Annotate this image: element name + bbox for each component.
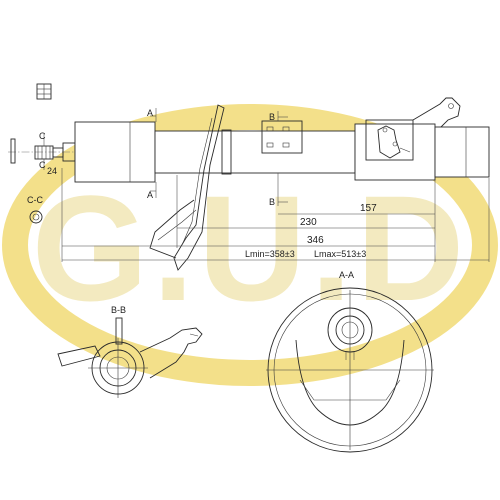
upper-cylinder bbox=[74, 121, 156, 183]
section-a-bottom-label: A bbox=[147, 190, 153, 200]
section-c-top-label: C bbox=[39, 131, 46, 141]
b-bracket: B B bbox=[261, 111, 303, 207]
view-aa: A-A bbox=[266, 270, 434, 453]
dimension-230: 230 bbox=[300, 217, 317, 228]
main-tube bbox=[154, 130, 356, 174]
section-a-top-label: A bbox=[147, 108, 153, 118]
dimension-346: 346 bbox=[307, 235, 324, 246]
dimension-lmin: Lmin=358±3 bbox=[245, 249, 295, 259]
view-bb: B-B bbox=[57, 305, 203, 398]
view-cc-label: C-C bbox=[27, 195, 43, 205]
bottom-mount-tube bbox=[434, 126, 490, 178]
view-aa-label: A-A bbox=[339, 270, 354, 280]
spring-seat-bracket bbox=[149, 104, 232, 271]
dimension-157: 157 bbox=[360, 203, 377, 214]
nut-icon bbox=[36, 83, 52, 100]
thread-size-label: 24 bbox=[47, 166, 57, 176]
watermark-ring bbox=[2, 104, 498, 386]
section-b-top-label: B bbox=[269, 112, 275, 122]
knuckle-flange bbox=[354, 97, 461, 181]
section-c-marks: C C 24 bbox=[39, 131, 57, 176]
gud-watermark: G.U.D bbox=[2, 104, 498, 386]
section-a-marks: A A bbox=[147, 108, 157, 200]
washer-side bbox=[10, 138, 16, 164]
view-bb-label: B-B bbox=[111, 305, 126, 315]
watermark-letters: G.U.D bbox=[32, 164, 469, 332]
dimension-lmax: Lmax=513±3 bbox=[314, 249, 366, 259]
section-c-bottom-label: C bbox=[39, 160, 46, 170]
section-b-bottom-label: B bbox=[269, 197, 275, 207]
view-cc: C-C bbox=[27, 195, 43, 224]
dimension-lines: 157 230 346 Lmin=358±3 Lmax=513±3 bbox=[61, 168, 490, 262]
